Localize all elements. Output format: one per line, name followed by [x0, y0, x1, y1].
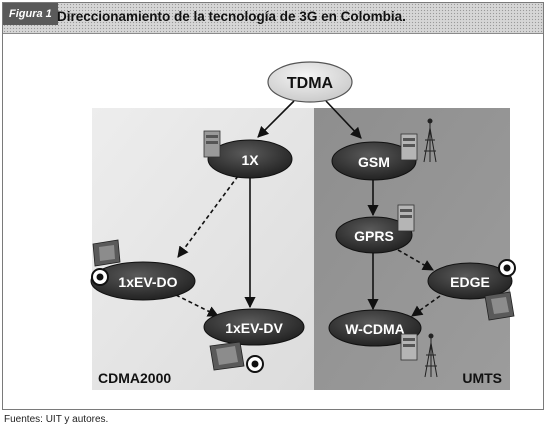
node-tdma: TDMA — [267, 61, 353, 103]
figure-header: Figura 1 Direccionamiento de la tecnolog… — [3, 3, 543, 34]
figure-title: Direccionamiento de la tecnología de 3G … — [57, 9, 406, 24]
node-edge: EDGE — [427, 262, 513, 300]
antenna-tower-icon — [423, 118, 437, 163]
diagram-edges — [175, 100, 441, 317]
server-icon — [397, 204, 415, 232]
node-wcdma: W-CDMA — [328, 309, 422, 347]
device-icon — [92, 239, 121, 267]
figure-label: Figura 1 — [3, 3, 58, 25]
node-gprs-label: GPRS — [354, 228, 394, 244]
edge-tdma-1x — [257, 100, 295, 138]
source-note: Fuentes: UIT y autores. — [4, 414, 109, 425]
node-wcdma-label: W-CDMA — [345, 321, 405, 337]
edge-1xevdo-1xevdv — [175, 294, 220, 317]
node-1x: 1X — [207, 139, 293, 179]
antenna-tower-icon — [424, 333, 438, 378]
node-1xevdv-label: 1xEV-DV — [225, 320, 283, 336]
edge-1x-1xevdo — [177, 175, 239, 258]
device-icon — [209, 341, 245, 371]
device-icon — [484, 291, 515, 321]
server-icon — [400, 333, 418, 361]
target-icon — [91, 268, 109, 286]
server-icon — [203, 130, 221, 158]
node-gsm-label: GSM — [358, 154, 390, 170]
edge-edge-wcdma — [411, 295, 441, 317]
node-gprs: GPRS — [335, 216, 413, 254]
umts-label: UMTS — [462, 370, 502, 386]
target-icon — [246, 355, 264, 373]
node-1xevdo-label: 1xEV-DO — [118, 274, 177, 290]
node-1x-label: 1X — [241, 152, 259, 168]
cdma2000-label: CDMA2000 — [98, 370, 171, 386]
node-edge-label: EDGE — [450, 274, 490, 290]
target-icon — [498, 259, 516, 277]
server-icon — [400, 133, 418, 161]
node-gsm: GSM — [331, 141, 417, 181]
node-1xevdv: 1xEV-DV — [203, 308, 305, 346]
node-1xevdo: 1xEV-DO — [90, 261, 196, 301]
edge-tdma-gsm — [325, 100, 362, 139]
node-tdma-label: TDMA — [287, 75, 334, 92]
